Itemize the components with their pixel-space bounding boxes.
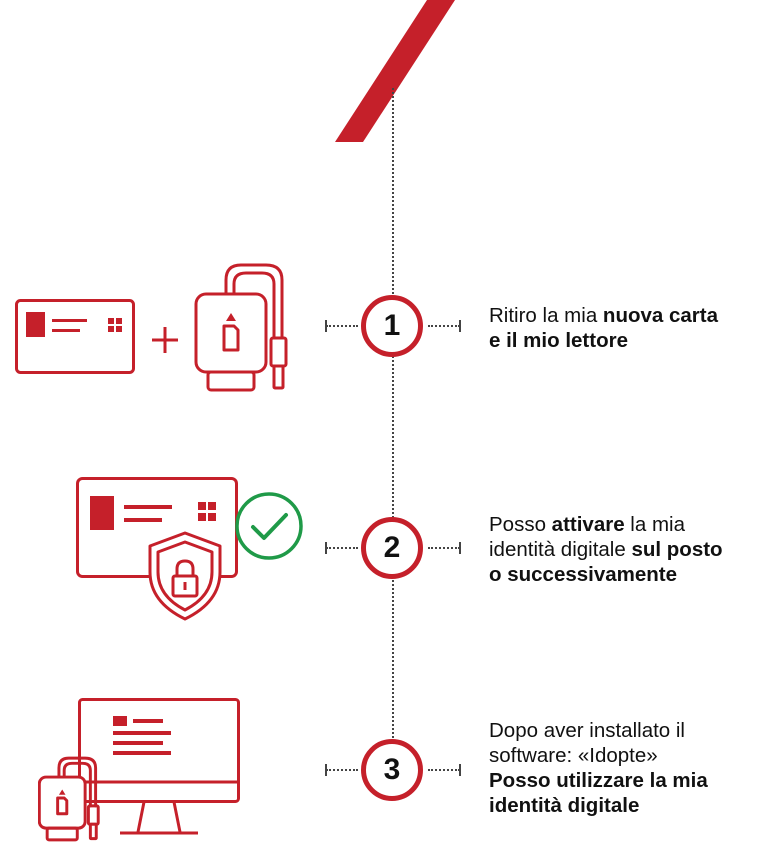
regular-text: identità digitale	[489, 538, 632, 561]
step-number: 3	[383, 753, 401, 786]
step-number-badge: 1	[361, 295, 423, 357]
bold-text: o successivamente	[489, 563, 678, 586]
bold-text: Posso utilizzare la mia	[489, 769, 708, 792]
plus-icon	[152, 327, 178, 353]
bold-text: sul posto	[631, 538, 723, 561]
description-line: software: «Idopte»	[489, 743, 774, 768]
red-stripe-decoration	[335, 0, 455, 142]
description-line: e il mio lettore	[489, 328, 774, 353]
connector-left	[325, 764, 358, 776]
connector-left	[325, 320, 358, 332]
regular-text: Ritiro la mia	[489, 304, 603, 327]
description-line: Ritiro la mia nuova carta	[489, 303, 774, 328]
description-line: Posso attivare la mia	[489, 512, 774, 537]
check-circle-icon	[235, 492, 303, 560]
connector-left	[325, 542, 358, 554]
regular-text: la mia	[624, 513, 685, 536]
step-number: 1	[383, 309, 401, 342]
step-number-badge: 2	[361, 517, 423, 579]
monitor-icon	[78, 698, 240, 835]
bold-text: identità digitale	[489, 794, 640, 817]
connector-right	[428, 542, 461, 554]
connector-right	[428, 764, 461, 776]
id-card-icon	[15, 299, 135, 374]
card-reader-icon	[38, 756, 100, 842]
bold-text: attivare	[551, 513, 625, 536]
bold-text: nuova carta	[602, 304, 718, 327]
shield-lock-icon	[148, 531, 222, 621]
description-line: Dopo aver installato il	[489, 718, 774, 743]
description-line: identità digitale sul posto	[489, 537, 774, 562]
timeline-line	[392, 88, 394, 778]
connector-right	[428, 320, 461, 332]
regular-text: software: «Idopte»	[489, 744, 658, 767]
regular-text: Posso	[489, 513, 552, 536]
card-reader-icon	[194, 263, 288, 392]
regular-text: Dopo aver installato il	[489, 719, 685, 742]
description-line: o successivamente	[489, 562, 774, 587]
step-number: 2	[383, 531, 401, 564]
description-line: Posso utilizzare la mia	[489, 768, 774, 793]
step-number-badge: 3	[361, 739, 423, 801]
bold-text: e il mio lettore	[489, 329, 628, 352]
description-line: identità digitale	[489, 793, 774, 818]
